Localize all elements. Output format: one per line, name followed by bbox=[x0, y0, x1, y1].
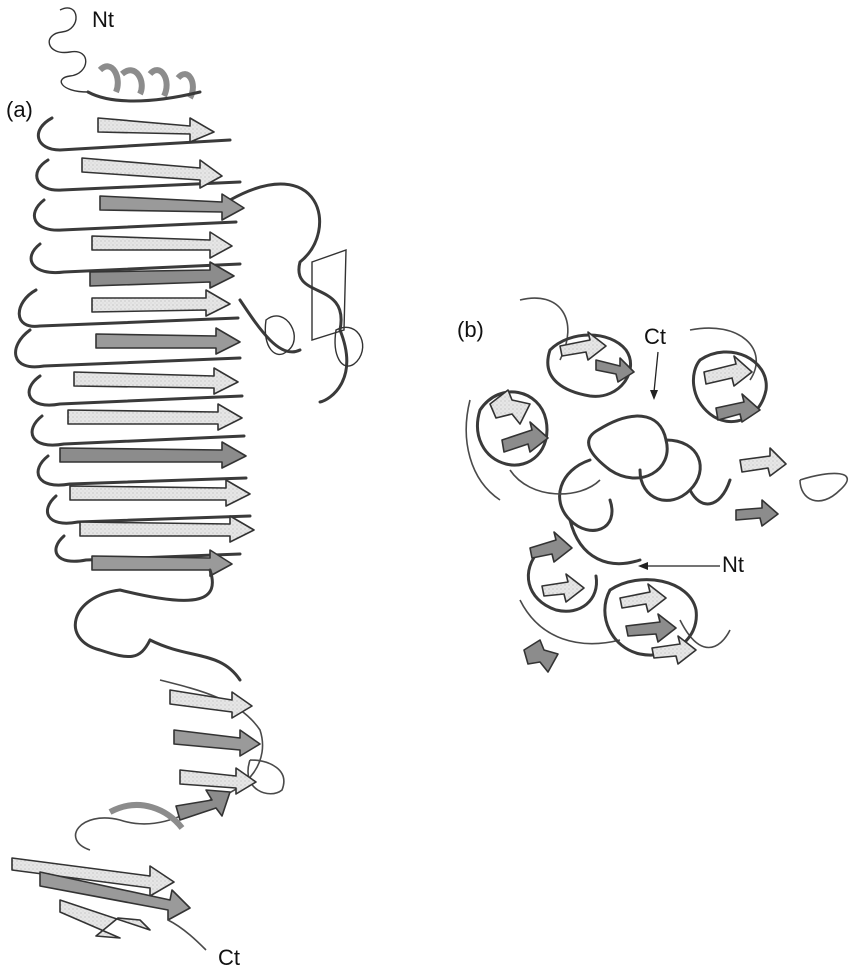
panel-b-n-terminus-label: Nt bbox=[722, 552, 744, 577]
panel-a-c-terminus-label: Ct bbox=[218, 945, 240, 970]
panel-b-trimer-top-view: (b) Ct Nt bbox=[457, 298, 847, 672]
panel-b-subunit-bottom bbox=[524, 532, 696, 672]
panel-b-pointers bbox=[638, 352, 720, 570]
panel-a-label: (a) bbox=[6, 97, 33, 122]
panel-a-beta-helix-side-view: (a) Nt Ct bbox=[6, 7, 363, 970]
panel-b-subunit-right bbox=[693, 352, 786, 526]
panel-a-n-terminus-label: Nt bbox=[92, 7, 114, 32]
panel-b-subunit-left bbox=[478, 390, 548, 465]
panel-b-label: (b) bbox=[457, 317, 484, 342]
panel-b-subunit-top bbox=[548, 332, 634, 396]
panel-a-n-terminal-helix bbox=[49, 8, 200, 101]
panel-b-c-terminus-label: Ct bbox=[644, 324, 666, 349]
panel-a-c-terminal-domain bbox=[12, 570, 284, 950]
